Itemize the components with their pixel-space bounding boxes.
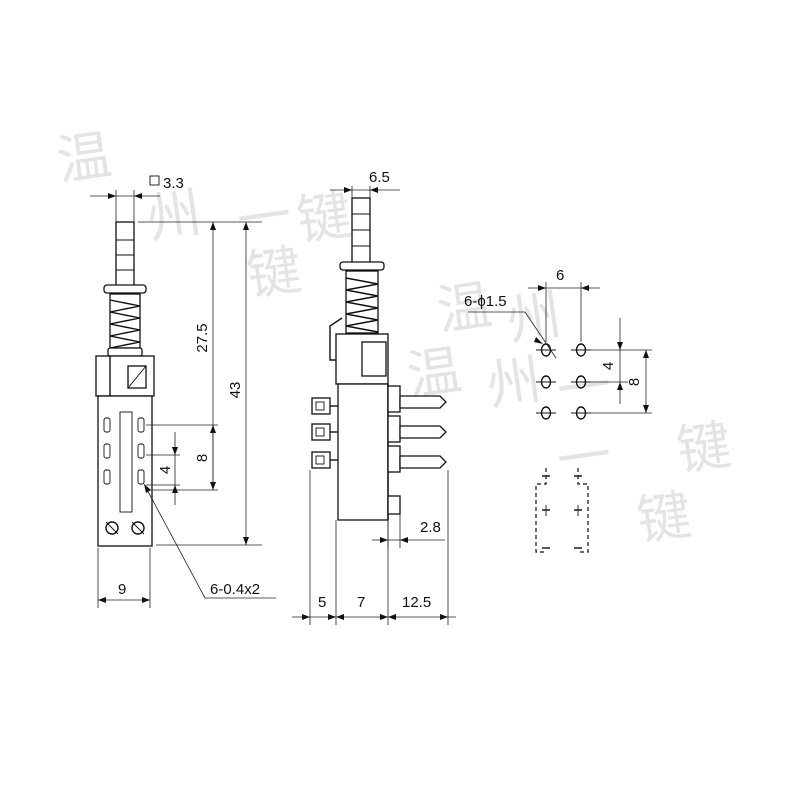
side-dimensions: 6.5 2.8 5 7 12.5 xyxy=(292,169,456,625)
dim-body-label: 7 xyxy=(357,594,365,611)
watermark-char: 温 xyxy=(53,123,115,193)
side-right-pins xyxy=(387,385,447,515)
dim-left-label: 5 xyxy=(318,594,326,611)
mount-hole xyxy=(131,521,145,535)
dim-row-span-label: 8 xyxy=(626,378,643,386)
side-spring xyxy=(345,270,379,334)
watermark-char: 一 xyxy=(553,423,615,493)
dim-pin-pitch-label: 4 xyxy=(157,466,174,474)
dim-width-label: 9 xyxy=(118,581,126,598)
dim-row-pitch-label: 4 xyxy=(600,362,617,370)
watermark-char: 一 xyxy=(553,353,615,423)
watermark-char: 键 xyxy=(293,183,355,253)
switch-body xyxy=(97,395,153,547)
watermark-char: 一 xyxy=(233,183,295,253)
side-plunger xyxy=(351,197,371,265)
dim-holes-label: 6-ϕ1.5 xyxy=(464,293,507,310)
terminal-slots xyxy=(103,417,145,485)
watermark-char: 温 xyxy=(433,273,495,343)
dim-col-pitch-label: 6 xyxy=(556,267,564,284)
spring-collar xyxy=(103,284,147,294)
dim-stem-label: 3.3 xyxy=(163,175,184,192)
watermark-char: 州 xyxy=(483,348,545,418)
dim-pin-offset-label: 2.8 xyxy=(420,519,441,536)
switch-schematic xyxy=(535,468,589,553)
dim-pin-span-label: 8 xyxy=(194,454,211,462)
watermark-char: 键 xyxy=(243,238,305,308)
side-left-terminals xyxy=(311,397,338,469)
dim-stem-width-label: 6.5 xyxy=(369,169,390,186)
spring xyxy=(109,293,141,349)
side-body xyxy=(337,383,389,521)
dim-right-label: 12.5 xyxy=(402,594,431,611)
mount-hole xyxy=(105,521,119,535)
dim-stroke-label: 27.5 xyxy=(194,323,211,352)
watermark-char: 键 xyxy=(633,483,695,553)
watermark-char: 键 xyxy=(673,413,735,483)
watermark: 温 州 一 键 键 温 州 温 州 一 键 一 键 xyxy=(53,123,735,553)
pcb-hole-pattern: 6 6-ϕ1.5 4 8 xyxy=(464,267,652,420)
front-dimensions: 3.3 27.5 43 8 4 9 xyxy=(90,175,276,608)
side-view xyxy=(311,197,447,521)
plunger-stem xyxy=(115,221,135,291)
watermark-char: 州 xyxy=(503,283,565,353)
dim-total-height-label: 43 xyxy=(227,382,244,399)
dim-terminal-label: 6-0.4x2 xyxy=(210,581,260,598)
watermark-char: 州 xyxy=(143,181,205,251)
front-view xyxy=(95,221,155,547)
